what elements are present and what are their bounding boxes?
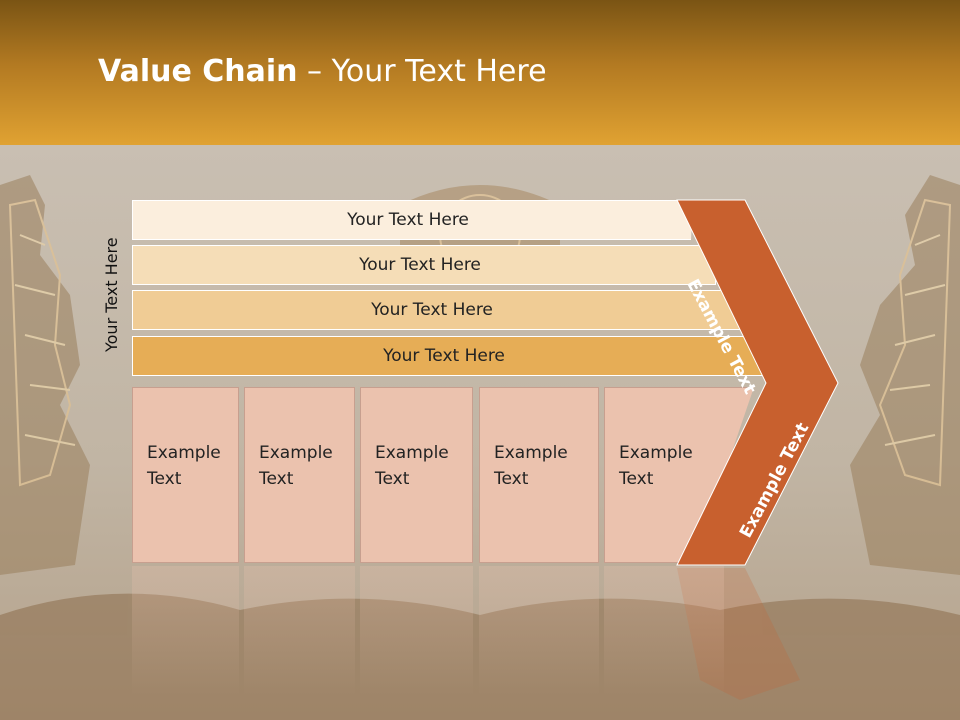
box-2-line2: Text [259,469,294,489]
box-5-line2: Text [619,469,654,489]
box-3-line2: Text [375,469,410,489]
support-bar-4: Your Text Here [132,336,764,376]
box-4-line1: Example [494,443,568,463]
slide-title: Value Chain – Your Text Here [98,54,547,89]
box-4-line2: Text [494,469,529,489]
box-1-line2: Text [147,469,182,489]
support-bar-4-label: Your Text Here [383,346,505,366]
support-bar-1: Your Text Here [132,200,692,240]
title-banner: Value Chain – Your Text Here [0,0,960,145]
title-bold: Value Chain [98,54,298,89]
box-3-reflection [360,566,473,696]
support-bar-3-label: Your Text Here [371,300,493,320]
support-bar-3: Your Text Here [132,290,740,330]
box-4-reflection [479,566,599,696]
support-bar-2-label: Your Text Here [359,255,481,275]
title-rest: – Your Text Here [297,54,547,89]
box-3-line1: Example [375,443,449,463]
primary-activity-box-1: Example Text [132,387,239,563]
box-5-reflection [604,566,724,696]
support-bar-1-label: Your Text Here [347,210,469,230]
primary-activity-box-2: Example Text [244,387,355,563]
box-2-reflection [244,566,355,696]
primary-activity-box-4: Example Text [479,387,599,563]
box-2-line1: Example [259,443,333,463]
box-1-reflection [132,566,239,696]
support-bar-2: Your Text Here [132,245,716,285]
box-1-line1: Example [147,443,221,463]
side-label: Your Text Here [102,237,121,352]
box-5-line1: Example [619,443,693,463]
primary-activity-box-3: Example Text [360,387,473,563]
